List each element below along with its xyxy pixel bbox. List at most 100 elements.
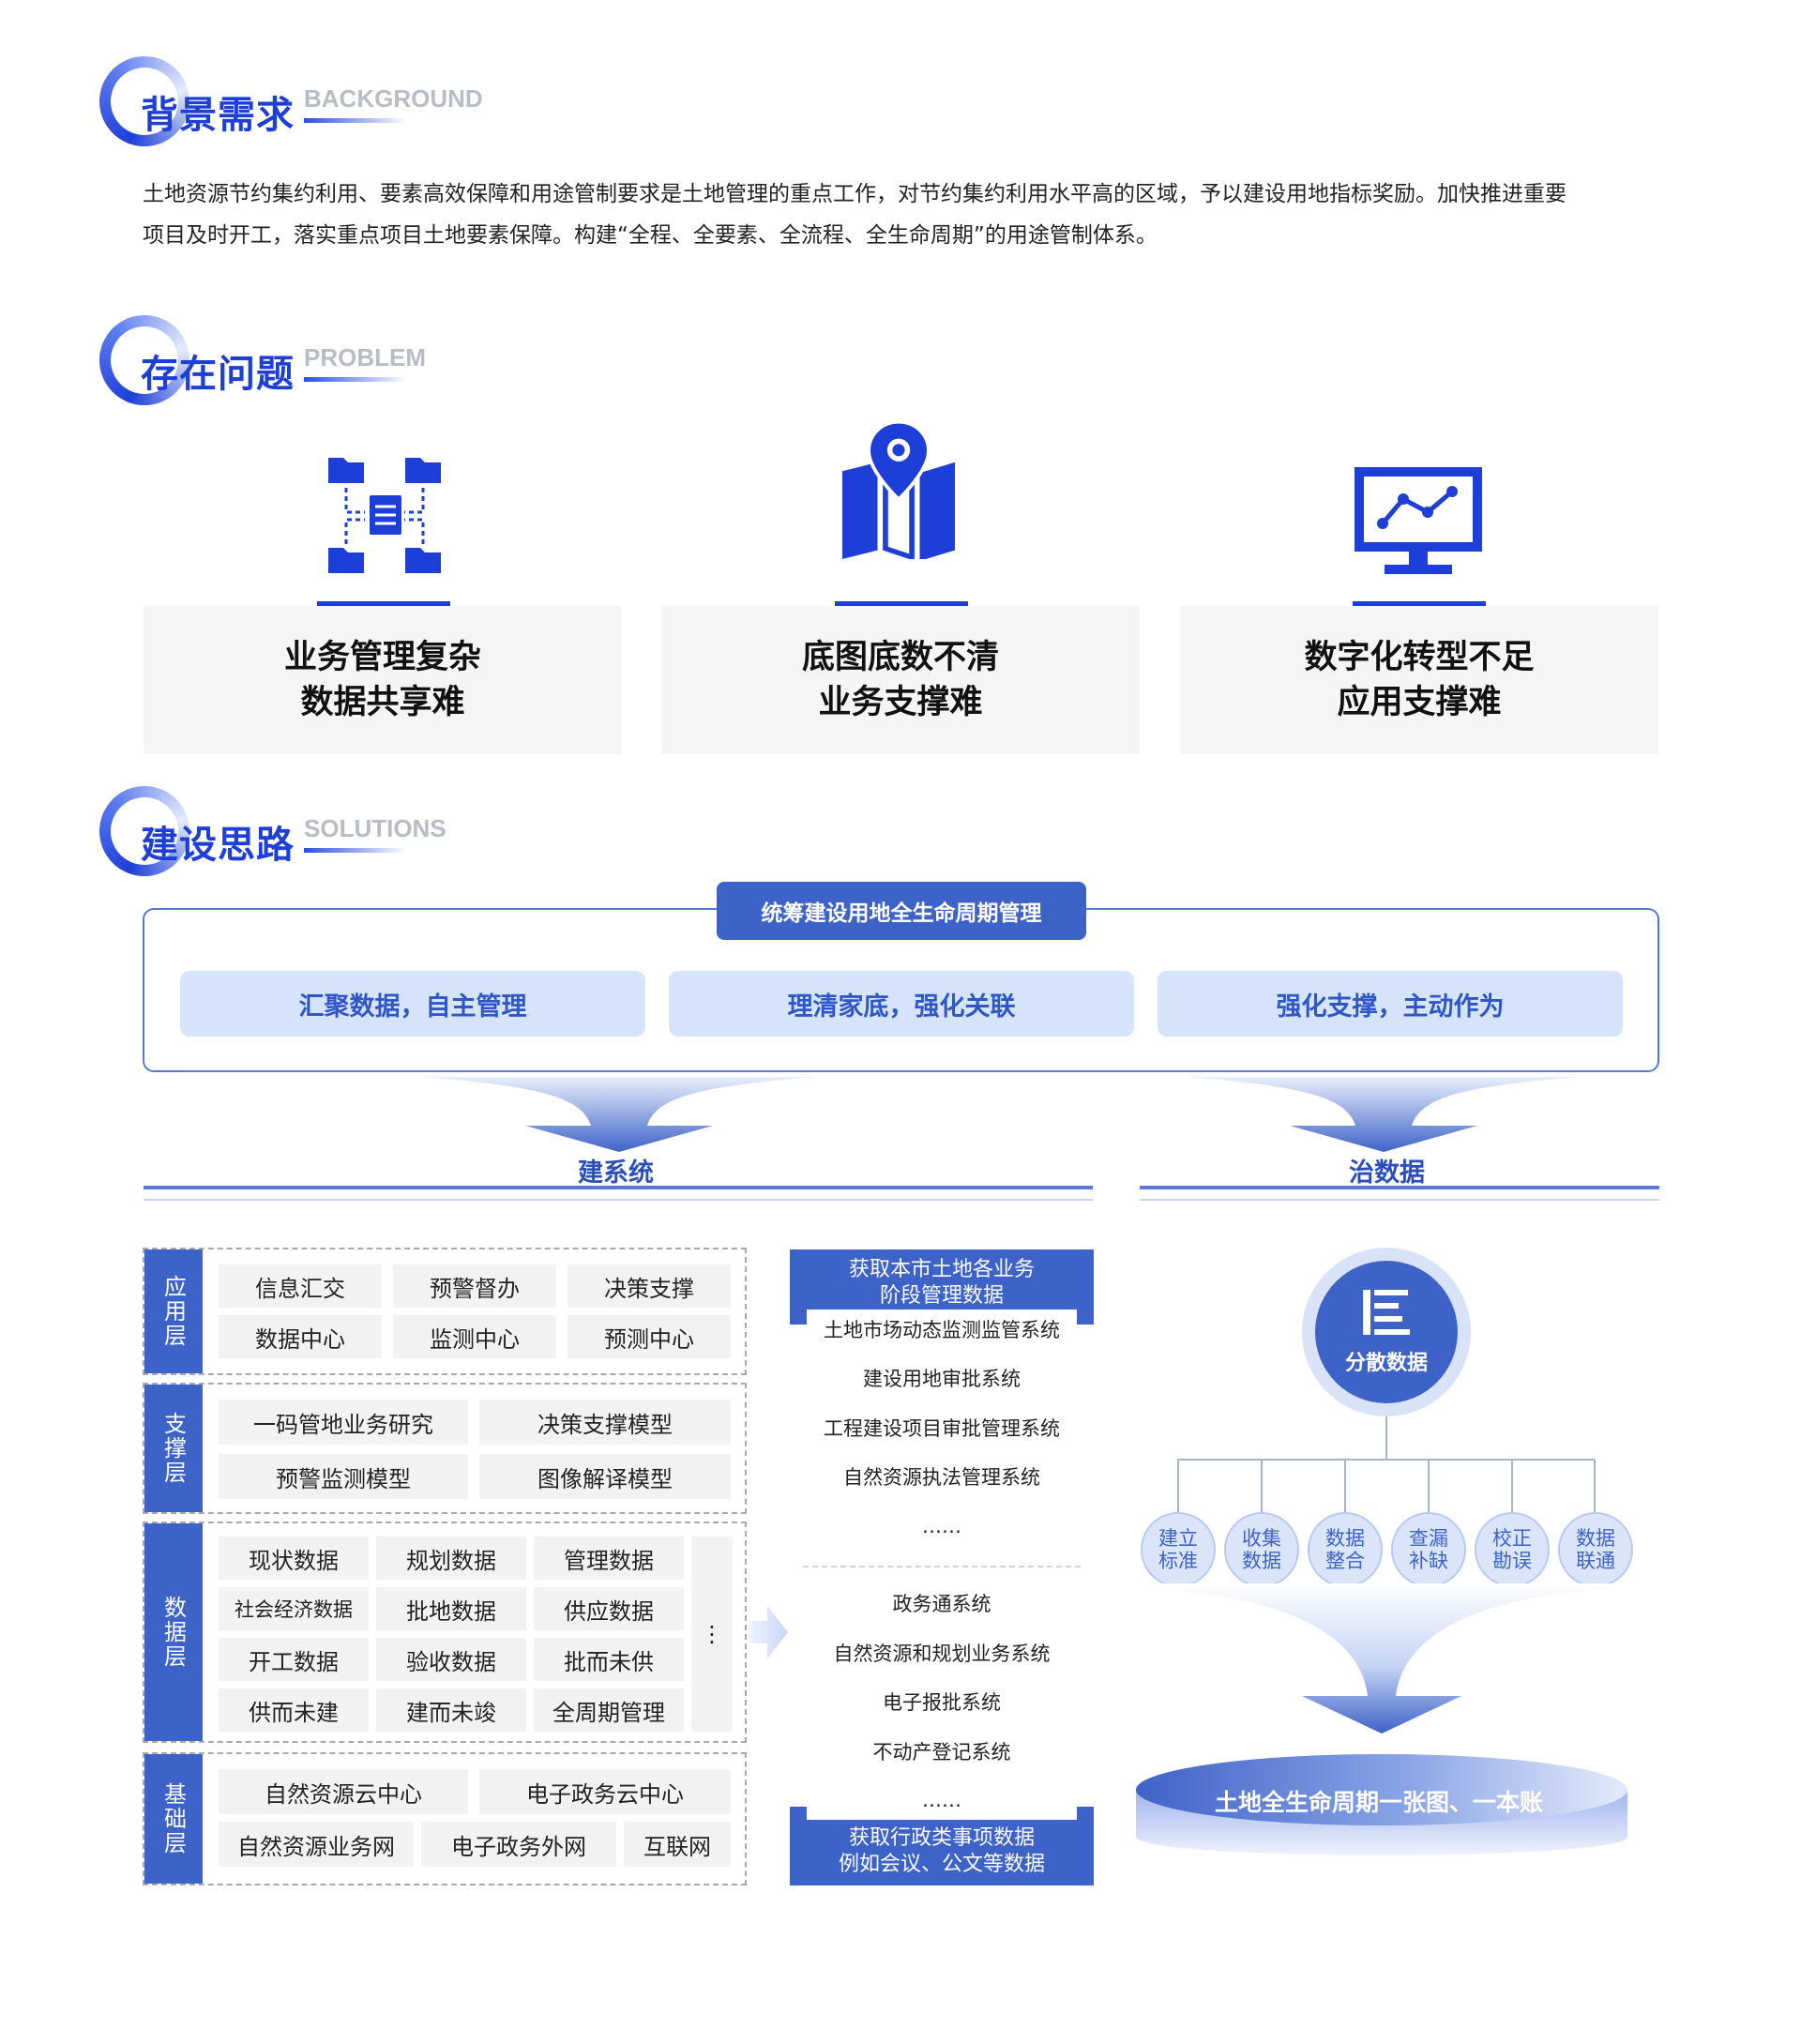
layer-label: 支撑层: [144, 1385, 203, 1512]
step-circle: 数据整合: [1308, 1512, 1383, 1587]
layer-cell: 决策支撑模型: [479, 1400, 731, 1445]
data-source-column: 获取本市土地各业务 阶段管理数据 土地市场动态监测监管系统 建设用地审批系统 工…: [790, 1249, 1094, 1885]
map-pin-icon: [842, 419, 955, 559]
section-subtitle: PROBLEM: [304, 343, 426, 371]
step-line: 校正: [1492, 1527, 1532, 1550]
layer-cell: 信息汇交: [219, 1264, 382, 1308]
layer-cell: 预测中心: [568, 1315, 731, 1358]
system-item: 电子报批系统: [807, 1682, 1077, 1721]
monitor-chart-icon: [1355, 467, 1482, 574]
column-head-line: 获取本市土地各业务: [848, 1258, 1035, 1281]
scattered-data-node: 分散数据: [1302, 1248, 1471, 1416]
step-line: 收集: [1242, 1527, 1281, 1550]
step-circle: 数据联通: [1558, 1512, 1633, 1587]
layer-label: 基础层: [144, 1754, 203, 1884]
tree-connector: [1177, 1416, 1596, 1514]
section-underline: [304, 848, 407, 853]
layer-cell: 全周期管理: [534, 1688, 684, 1732]
layer-cell: 批地数据: [376, 1587, 526, 1630]
section-header-solutions: 建设思路 SOLUTIONS: [99, 786, 662, 889]
layer-cell: 开工数据: [219, 1638, 369, 1681]
overview-tag: 统筹建设用地全生命周期管理: [717, 882, 1086, 940]
step-line: 建立: [1158, 1527, 1198, 1550]
problem-line: 应用支撑难: [1337, 684, 1502, 721]
layer-support: 支撑层 一码管地业务研究 决策支撑模型 预警监测模型 图像解译模型: [143, 1383, 747, 1514]
step-line: 标准: [1158, 1550, 1198, 1572]
layer-cell: 预警督办: [393, 1264, 556, 1308]
step-line: 数据: [1242, 1550, 1281, 1572]
layer-data: 数据层 现状数据 规划数据 管理数据 社会经济数据 批地数据 供应数据 开工数据…: [143, 1522, 747, 1743]
column-head: 获取本市土地各业务 阶段管理数据: [790, 1257, 1094, 1310]
layer-cell: 预警监测模型: [219, 1454, 468, 1499]
step-line: 勘误: [1492, 1550, 1532, 1572]
section-header-background: 背景需求 BACKGROUND: [99, 56, 662, 159]
section-subtitle: SOLUTIONS: [304, 814, 446, 842]
problem-line: 业务支撑难: [818, 684, 983, 721]
layer-cell: 互联网: [624, 1822, 731, 1867]
scattered-data-core: 分散数据: [1315, 1261, 1458, 1403]
pillar-box: 强化支撑，主动作为: [1158, 971, 1623, 1037]
funnel-arrow-icon: [1187, 1077, 1581, 1152]
system-item: ……: [807, 1780, 1077, 1820]
column-rule: [1140, 1186, 1659, 1201]
layer-base: 基础层 自然资源云中心 电子政务云中心 自然资源业务网 电子政务外网 互联网: [143, 1752, 747, 1885]
more-indicator: ⋮: [691, 1537, 733, 1732]
layer-cell: 决策支撑: [568, 1264, 731, 1308]
pillar-box: 汇聚数据，自主管理: [180, 971, 645, 1037]
column-rule: [144, 1186, 1093, 1201]
step-circle: 校正勘误: [1475, 1512, 1550, 1587]
section-title: 背景需求: [141, 94, 295, 137]
layer-cell: 一码管地业务研究: [219, 1400, 468, 1445]
section-ring-icon: [99, 315, 189, 405]
column-foot-line: 获取行政类事项数据: [848, 1826, 1035, 1850]
column-head-line: 阶段管理数据: [879, 1284, 1004, 1308]
system-item: 土地市场动态监测监管系统: [807, 1310, 1077, 1349]
system-item: 自然资源执法管理系统: [807, 1457, 1077, 1496]
step-line: 数据: [1325, 1527, 1365, 1550]
pillar-box: 理清家底，强化关联: [669, 971, 1134, 1037]
intro-paragraph: 土地资源节约集约利用、要素高效保障和用途管制要求是土地管理的重点工作，对节约集约…: [143, 174, 1662, 256]
layer-label: 数据层: [144, 1523, 203, 1741]
problem-line: 业务管理复杂: [283, 639, 481, 676]
section-subtitle: BACKGROUND: [304, 84, 483, 113]
step-circle: 收集数据: [1224, 1512, 1299, 1587]
layer-cell: 自然资源云中心: [219, 1769, 468, 1814]
layer-cell: 电子政务云中心: [479, 1769, 731, 1814]
layer-cell: 供而未建: [219, 1688, 369, 1732]
section-header-problem: 存在问题 PROBLEM: [99, 315, 662, 418]
column-divider: [803, 1566, 1081, 1567]
step-line: 补缺: [1409, 1550, 1448, 1572]
folder-network-icon: [328, 458, 441, 573]
step-line: 整合: [1325, 1550, 1365, 1572]
problem-line: 数字化转型不足: [1304, 639, 1535, 676]
layer-cell: 验收数据: [376, 1638, 526, 1681]
column-foot: 获取行政类事项数据 例如会议、公文等数据: [790, 1825, 1094, 1878]
intro-line: 土地资源节约集约利用、要素高效保障和用途管制要求是土地管理的重点工作，对节约集约…: [143, 182, 1566, 206]
layer-cell: 规划数据: [376, 1537, 526, 1580]
layer-cell: 数据中心: [219, 1315, 382, 1358]
step-circle: 查漏补缺: [1391, 1512, 1466, 1587]
layer-cell: 自然资源业务网: [219, 1822, 414, 1867]
intro-line: 项目及时开工，落实重点项目土地要素保障。构建“全程、全要素、全流程、全生命周期”…: [143, 223, 1158, 248]
step-line: 联通: [1576, 1550, 1615, 1572]
system-item: 建设用地审批系统: [807, 1358, 1077, 1398]
layer-cell: 监测中心: [393, 1315, 556, 1358]
layer-cell: 管理数据: [534, 1537, 684, 1580]
column-title-build: 建系统: [578, 1158, 654, 1188]
column-foot-line: 例如会议、公文等数据: [838, 1853, 1045, 1876]
step-circle: 建立标准: [1141, 1512, 1216, 1587]
layer-label: 应用层: [144, 1249, 203, 1373]
layer-cell: 电子政务外网: [421, 1822, 616, 1867]
problem-line: 底图底数不清: [801, 639, 999, 676]
system-item: 工程建设项目审批管理系统: [807, 1408, 1077, 1447]
section-ring-icon: [99, 56, 189, 146]
section-underline: [304, 118, 407, 123]
system-item: ……: [807, 1507, 1077, 1546]
system-item: 不动产登记系统: [807, 1732, 1077, 1771]
convergence-funnel: [1136, 1583, 1627, 1855]
system-item: 政务通系统: [807, 1583, 1077, 1623]
funnel-arrow-icon: [422, 1077, 816, 1152]
layer-cell: 社会经济数据: [219, 1587, 369, 1630]
section-title: 存在问题: [141, 353, 295, 396]
result-label: 土地全生命周期一张图、一本账: [1214, 1789, 1543, 1816]
